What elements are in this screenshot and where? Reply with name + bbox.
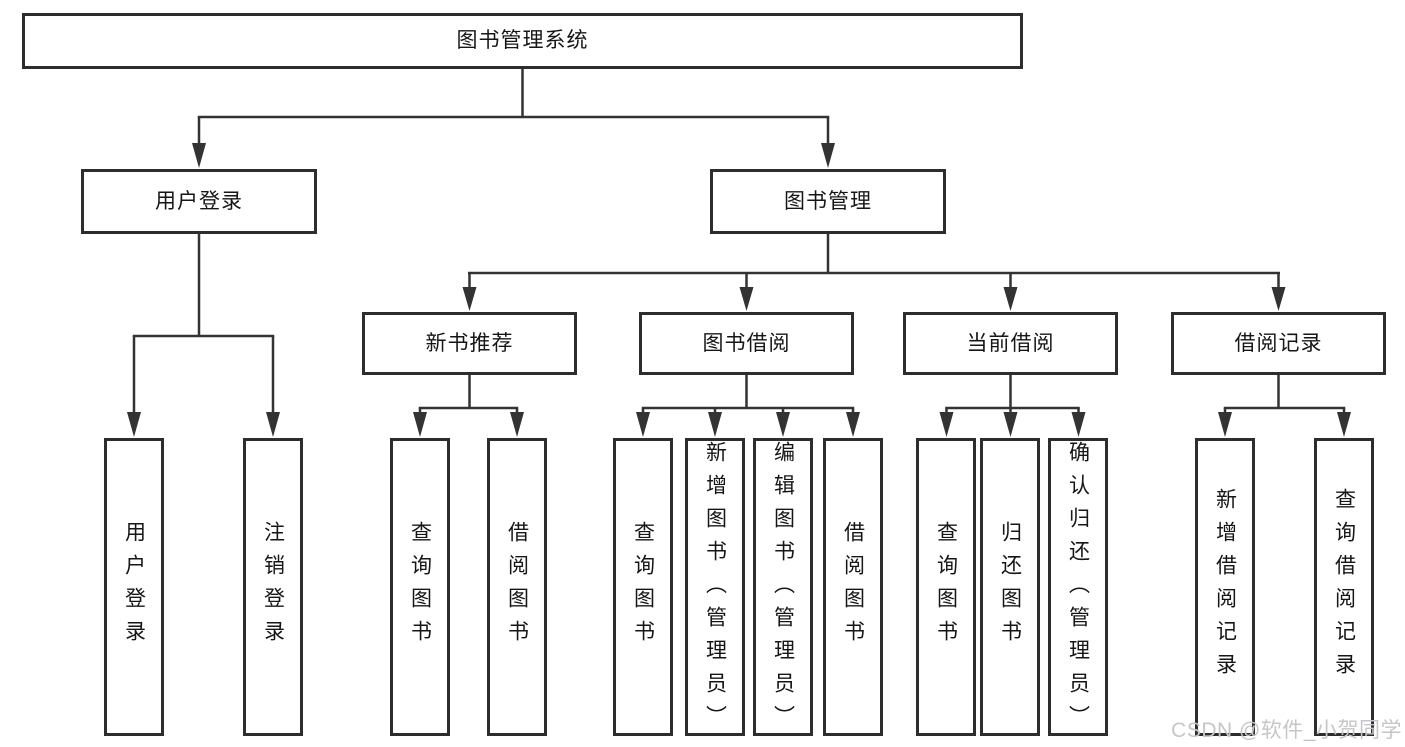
node-borrow-records: 借阅记录	[1171, 312, 1386, 375]
node-label: 用户登录	[122, 521, 146, 653]
node-user-login: 用户登录	[81, 169, 317, 234]
connector-currentborrow-to-leaves	[939, 375, 1086, 437]
node-library-management-system: 图书管理系统	[22, 13, 1023, 69]
node-label: 查询图书	[934, 521, 958, 653]
node-label: 新书推荐	[425, 331, 514, 355]
leaf-logout: 注销登录	[243, 438, 303, 736]
node-label: 新增借阅记录	[1213, 488, 1237, 686]
node-label: 借阅图书	[505, 521, 529, 653]
node-label: 注销登录	[261, 521, 285, 653]
leaf-query-books-current: 查询图书	[916, 438, 976, 736]
leaf-borrow-books-recommend: 借阅图书	[487, 438, 547, 736]
connector-bookborrow-to-leaves	[636, 375, 860, 437]
node-label: 归还图书	[998, 521, 1022, 653]
node-current-borrow: 当前借阅	[903, 312, 1118, 375]
node-label: 图书管理系统	[456, 29, 589, 53]
node-new-book-recommend: 新书推荐	[362, 312, 577, 375]
connector-userlogin-to-leaves	[127, 234, 280, 437]
leaf-query-books-borrow: 查询图书	[613, 438, 673, 736]
node-label: 编辑图书（管理员）	[771, 441, 795, 738]
connector-newbook-to-leaves	[413, 375, 524, 437]
csdn-watermark: CSDN @软件_小贺同学	[1171, 719, 1402, 742]
node-label: 查询借阅记录	[1332, 488, 1356, 686]
connector-borrowrecords-to-leaves	[1218, 375, 1351, 437]
node-label: 确认归还（管理员）	[1066, 441, 1090, 738]
node-book-borrow: 图书借阅	[639, 312, 854, 375]
node-label: 查询图书	[408, 521, 432, 653]
leaf-query-books-recommend: 查询图书	[390, 438, 450, 736]
leaf-return-book: 归还图书	[980, 438, 1040, 736]
node-book-management: 图书管理	[710, 169, 946, 234]
leaf-borrow-books: 借阅图书	[823, 438, 883, 736]
leaf-confirm-return-admin: 确认归还（管理员）	[1048, 438, 1108, 738]
node-label: 图书借阅	[702, 331, 791, 355]
leaf-user-login: 用户登录	[104, 438, 164, 736]
node-label: 查询图书	[631, 521, 655, 653]
node-label: 当前借阅	[966, 331, 1055, 355]
leaf-add-borrow-record: 新增借阅记录	[1195, 438, 1255, 736]
node-label: 用户登录	[155, 189, 243, 213]
leaf-add-book-admin: 新增图书（管理员）	[685, 438, 745, 738]
leaf-edit-book-admin: 编辑图书（管理员）	[753, 438, 813, 738]
node-label: 新增图书（管理员）	[703, 441, 727, 738]
connector-bookmgmt-to-level3	[462, 234, 1286, 311]
leaf-query-borrow-record: 查询借阅记录	[1314, 438, 1374, 736]
connector-root-to-level2	[192, 68, 835, 168]
node-label: 借阅图书	[841, 521, 865, 653]
node-label: 借阅记录	[1234, 331, 1323, 355]
node-label: 图书管理	[784, 189, 872, 213]
